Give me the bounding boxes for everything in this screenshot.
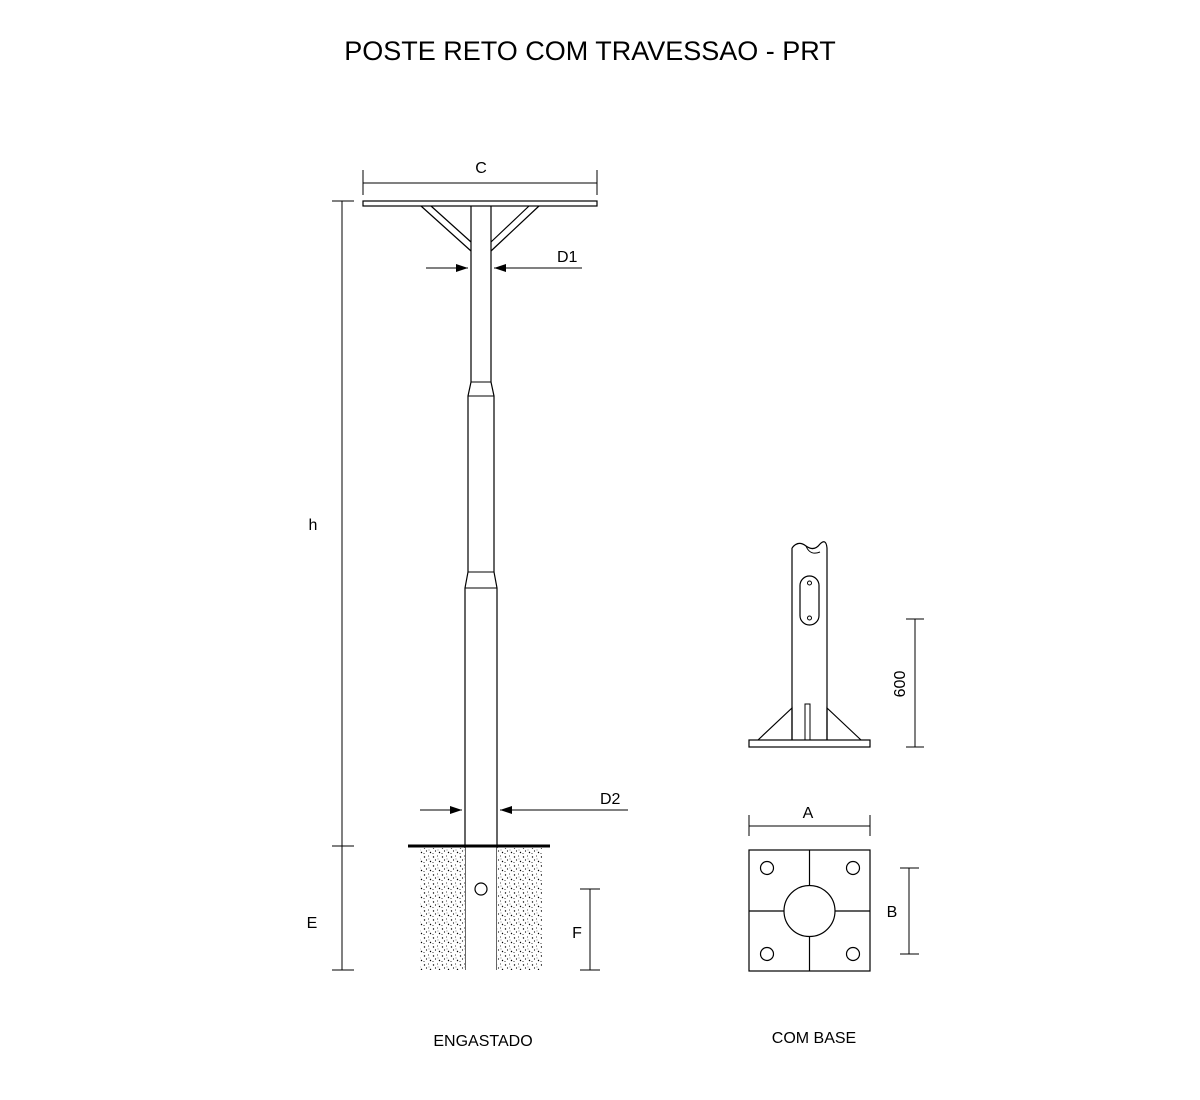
dimension-e-label: E bbox=[307, 915, 318, 932]
crossarm-brace-left bbox=[420, 205, 472, 252]
pole-joint-line bbox=[465, 381, 497, 589]
dimension-c-label: C bbox=[475, 160, 487, 177]
anchor-hole-top-right bbox=[845, 860, 861, 876]
anchor-hole-bottom-left bbox=[759, 946, 775, 962]
dimension-h: h bbox=[309, 200, 354, 847]
dimension-d1-label: D1 bbox=[557, 249, 578, 266]
dimension-f: F bbox=[572, 888, 600, 971]
dimension-c: C bbox=[362, 160, 598, 195]
dimension-d2: D2 bbox=[420, 791, 628, 814]
crossarm bbox=[362, 200, 598, 207]
dimension-d2-label: D2 bbox=[600, 791, 621, 808]
break-line bbox=[791, 541, 828, 550]
base-gusset-right bbox=[826, 706, 862, 741]
dimension-base-height-label: 600 bbox=[892, 671, 909, 698]
soil-left bbox=[420, 848, 465, 970]
base-pole-view: 600 A B COM BASE bbox=[748, 541, 924, 1047]
inspection-door bbox=[799, 575, 820, 626]
pole-section-circle bbox=[783, 884, 836, 938]
anchor-hole-bottom-right bbox=[845, 946, 861, 962]
dimension-f-label: F bbox=[572, 925, 582, 942]
door-screw-bottom bbox=[807, 615, 812, 621]
dimension-a: A bbox=[748, 805, 871, 836]
door-screw-top bbox=[807, 580, 812, 586]
crossarm-brace-right bbox=[490, 205, 540, 252]
break-line-inner bbox=[805, 545, 821, 554]
dimension-e: E bbox=[307, 846, 354, 971]
base-gusset-left bbox=[757, 706, 793, 741]
anchor-hole-top-left bbox=[759, 860, 775, 876]
dimension-b-label: B bbox=[887, 904, 898, 921]
base-slot bbox=[804, 703, 811, 741]
dimension-d1: D1 bbox=[426, 249, 582, 272]
embedded-pole-view: C D1 D2 h E bbox=[307, 160, 628, 1050]
base-plate-side bbox=[748, 739, 871, 748]
caption-embedded: ENGASTADO bbox=[433, 1033, 532, 1050]
pole-shaft bbox=[464, 206, 498, 970]
dimension-b: B bbox=[887, 867, 919, 955]
anti-rotation-hole bbox=[474, 882, 488, 896]
caption-with-base: COM BASE bbox=[772, 1030, 856, 1047]
dimension-h-label: h bbox=[309, 517, 318, 534]
drawing-title: POSTE RETO COM TRAVESSAO - PRT bbox=[344, 36, 836, 66]
dimension-a-label: A bbox=[803, 805, 814, 822]
dimension-base-height: 600 bbox=[892, 618, 924, 748]
soil-right bbox=[497, 848, 542, 970]
